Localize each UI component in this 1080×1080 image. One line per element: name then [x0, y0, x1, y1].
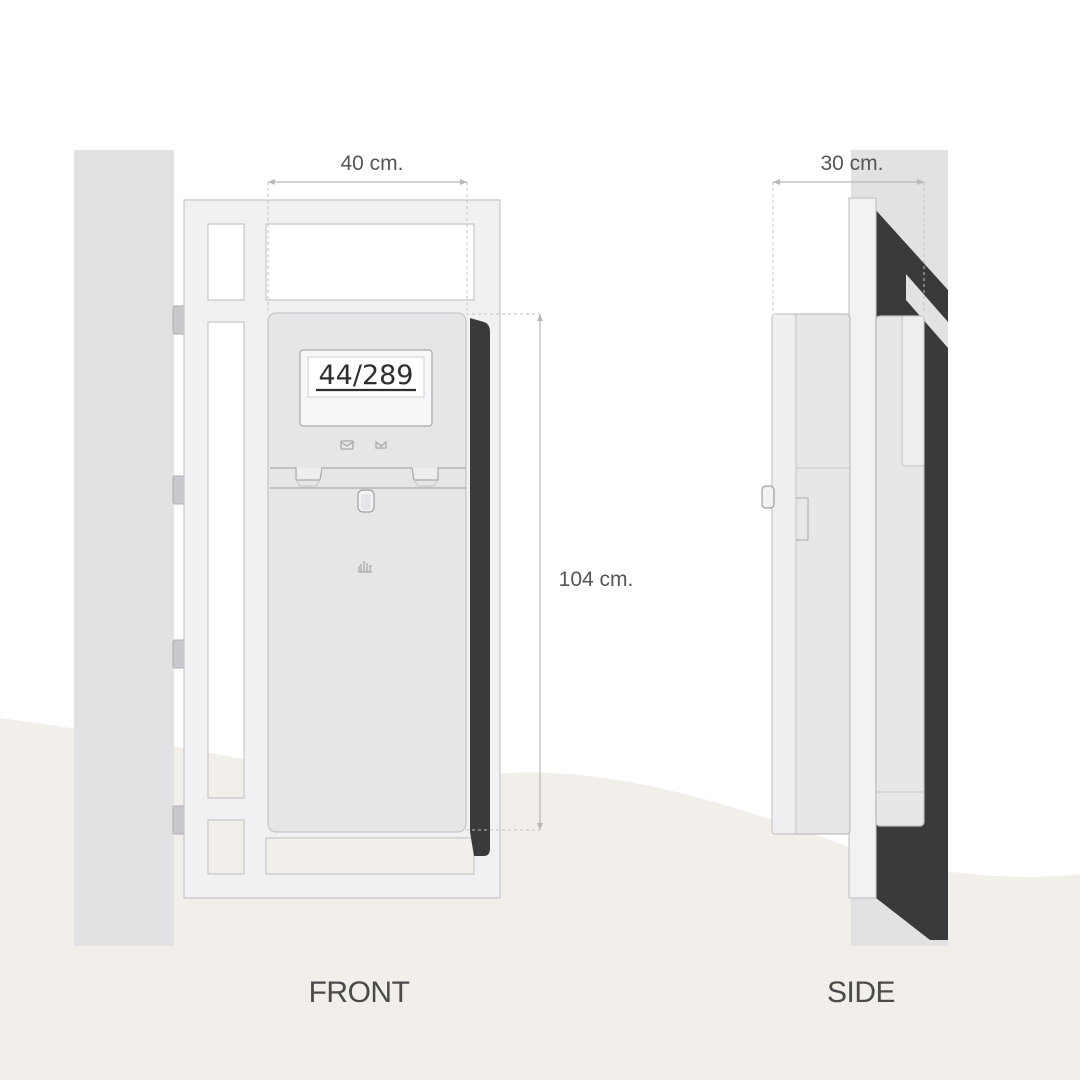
height-label: 104 cm.: [559, 568, 634, 591]
side-gate-edge: [848, 197, 877, 899]
width-dimension: [267, 179, 468, 312]
front-view: 44/289 40 cm.: [74, 150, 633, 1009]
side-view: 30 cm. SIDE: [761, 150, 948, 1009]
house-number: 44/289: [319, 360, 414, 391]
mailbox-shadow: [470, 318, 490, 856]
letter-flap: [270, 467, 466, 481]
depth-label: 30 cm.: [820, 152, 883, 175]
mail-icon: [340, 440, 354, 450]
width-label: 40 cm.: [340, 152, 403, 175]
parcel-icon: [375, 440, 387, 449]
depth-dimension: [772, 179, 925, 314]
side-view-label: SIDE: [827, 976, 895, 1009]
parcel-door-handle[interactable]: [357, 489, 375, 513]
height-dimension: [466, 313, 543, 831]
front-wall-pillar: [74, 150, 174, 946]
side-handle[interactable]: [761, 485, 775, 509]
front-view-label: FRONT: [309, 976, 410, 1009]
hand-icon: [358, 561, 372, 573]
